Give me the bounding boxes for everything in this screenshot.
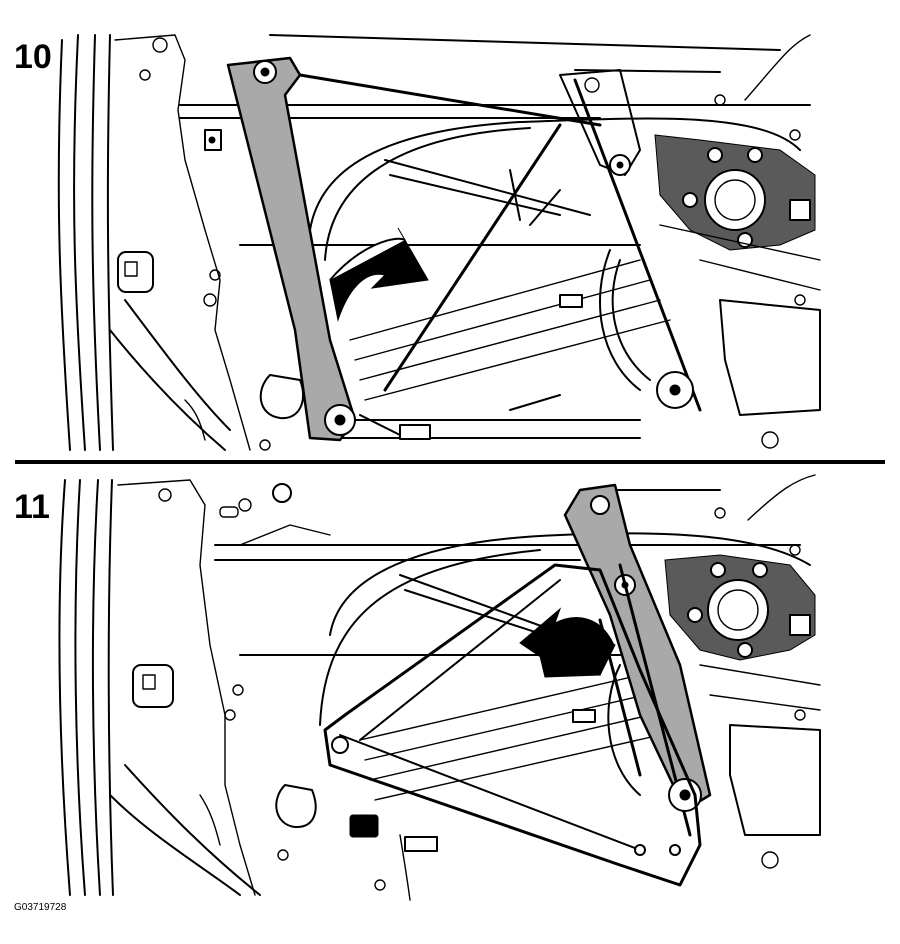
rotate-arrow-icon: [329, 227, 429, 322]
door-frame: [58, 479, 292, 896]
window-motor: [664, 474, 821, 869]
door-regulator-illustration: [57, 34, 821, 451]
window-motor: [654, 34, 821, 449]
regulator-rail-highlight: [226, 56, 357, 442]
lower-clip: [275, 784, 438, 901]
regulator-arms: [383, 69, 702, 412]
door-regulator-illustration: [58, 474, 821, 901]
step-divider: [15, 460, 885, 464]
figure-id: G03719728: [14, 902, 67, 913]
step-10-panel: 10: [0, 0, 900, 455]
lower-clip: [259, 374, 431, 440]
regulator-lower-arm: [323, 563, 702, 887]
step-11-panel: 11: [0, 465, 900, 905]
step-number: 11: [14, 488, 50, 526]
step-number: 10: [14, 38, 52, 76]
rotate-arrow-icon: [519, 607, 616, 678]
door-frame: [57, 34, 271, 451]
